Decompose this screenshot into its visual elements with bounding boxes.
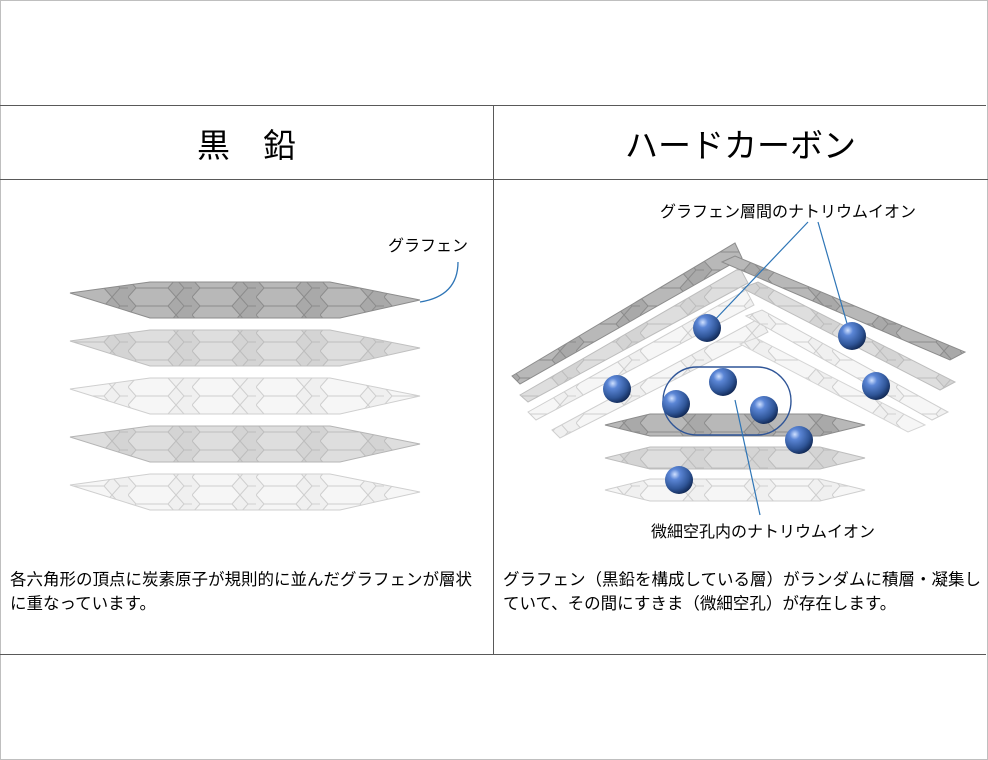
graphene-sheet bbox=[604, 478, 866, 502]
graphite-layers bbox=[69, 281, 421, 511]
graphene-sheet bbox=[604, 446, 866, 470]
graphene-sheet bbox=[551, 317, 769, 439]
interlayer-leader-line bbox=[817, 221, 851, 335]
column-divider bbox=[493, 105, 494, 654]
graphene-sheet bbox=[69, 473, 421, 511]
sodium-ions bbox=[603, 314, 890, 494]
graphene-sheet bbox=[604, 413, 866, 437]
hard-carbon-description: グラフェン（黒鉛を構成している層）がランダムに積層・凝集していて、その間にすきま… bbox=[503, 570, 982, 613]
graphene-label: グラフェン bbox=[388, 236, 469, 255]
graphene-sheet bbox=[511, 242, 743, 385]
graphene-sheet bbox=[69, 425, 421, 463]
hard-carbon-header: ハードカーボン bbox=[625, 125, 856, 165]
sodium-ion bbox=[785, 426, 813, 454]
sodium-ion bbox=[862, 372, 890, 400]
graphite-description: 各六角形の頂点に炭素原子が規則的に並んだグラフェンが層状に重なっています。 bbox=[10, 570, 472, 613]
graphene-sheet bbox=[69, 281, 421, 319]
micropore-leader-line bbox=[734, 399, 761, 516]
interlayer-sodium-label: グラフェン層間のナトリウムイオン bbox=[660, 202, 917, 221]
graphene-sheet bbox=[69, 377, 421, 415]
graphene-sheet bbox=[738, 337, 927, 433]
sodium-ion bbox=[662, 390, 690, 418]
sodium-ion bbox=[838, 322, 866, 350]
graphene-sheet bbox=[69, 329, 421, 367]
sodium-ion bbox=[750, 396, 778, 424]
sodium-ion bbox=[665, 466, 693, 494]
graphene-sheet bbox=[720, 255, 967, 361]
graphene-leader-line bbox=[419, 261, 459, 303]
sodium-ion bbox=[709, 368, 737, 396]
graphite-header: 黒 鉛 bbox=[197, 125, 296, 165]
interlayer-leader-line bbox=[708, 221, 809, 327]
leader-lines bbox=[708, 221, 851, 516]
sodium-ion bbox=[693, 314, 721, 342]
hard-carbon-layers bbox=[511, 242, 967, 502]
micropore-sodium-label: 微細空孔内のナトリウムイオン bbox=[651, 522, 876, 541]
sodium-ion bbox=[603, 375, 631, 403]
graphene-sheet bbox=[519, 267, 749, 403]
header-divider bbox=[0, 179, 988, 180]
